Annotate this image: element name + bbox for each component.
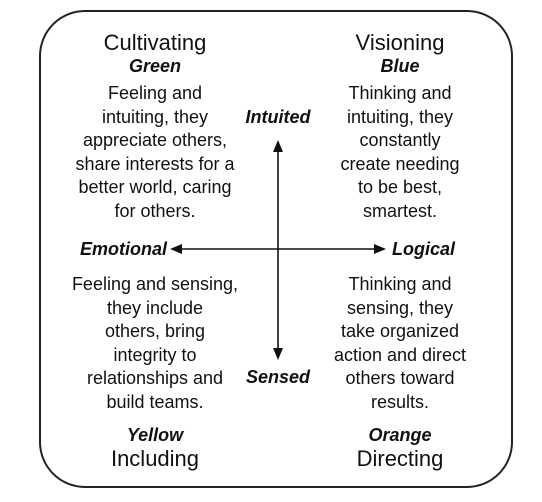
quadrant-description-bottom-left: Feeling and sensing, they include others… [71, 274, 239, 412]
quadrant-color-blue: Blue [380, 56, 420, 76]
axis-label-sensed: Sensed [245, 367, 311, 387]
quadrant-color-yellow: Yellow [126, 425, 184, 445]
quadrant-title-cultivating: Cultivating [103, 30, 207, 55]
quadrant-title-visioning: Visioning [355, 30, 445, 55]
quadrant-color-orange: Orange [368, 425, 432, 445]
quadrant-description-bottom-right: Thinking and sensing, they take organize… [333, 274, 467, 412]
diagram-frame [39, 10, 513, 488]
axis-label-intuited: Intuited [245, 107, 311, 127]
left-arrowhead [170, 244, 182, 254]
right-arrowhead [374, 244, 386, 254]
quadrant-description-top-right: Thinking and intuiting, they constantly … [340, 83, 460, 221]
down-arrowhead [273, 348, 283, 360]
axis-label-logical: Logical [392, 239, 456, 259]
quadrant-color-green: Green [128, 56, 182, 76]
up-arrowhead [273, 140, 283, 152]
quadrant-title-directing: Directing [356, 446, 444, 471]
axis-label-emotional: Emotional [79, 239, 167, 259]
quadrant-title-including: Including [110, 446, 200, 471]
quadrant-description-top-left: Feeling and intuiting, they appreciate o… [75, 83, 235, 221]
